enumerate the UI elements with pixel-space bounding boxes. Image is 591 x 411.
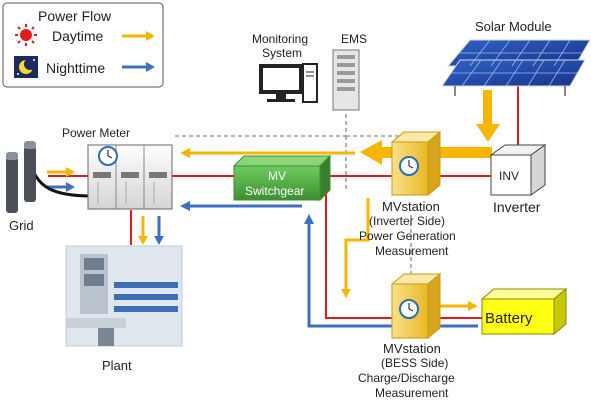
monitoring-label-line2: System — [262, 46, 302, 60]
monitoring-label-line1: Monitoring — [252, 32, 308, 46]
legend-nighttime-arrow — [122, 62, 155, 72]
battery-icon — [480, 287, 568, 336]
mv-bess-line3: Measurement — [375, 386, 449, 400]
grid-label: Grid — [9, 218, 34, 233]
legend-title: Power Flow — [38, 8, 112, 24]
ac-lines — [48, 82, 519, 319]
mv-inverter-line2: Power Generation — [359, 229, 456, 243]
ems-label: EMS — [341, 32, 367, 46]
meter-gauge-icon — [399, 156, 419, 176]
switchgear-label-line2: Switchgear — [245, 184, 304, 198]
battery-label: Battery — [485, 310, 533, 327]
mv-inverter-line1: (Inverter Side) — [369, 214, 445, 228]
legend-nighttime-label: Nighttime — [46, 60, 105, 76]
solar-panel-icon — [441, 39, 591, 96]
inverter-label: Inverter — [493, 199, 541, 215]
sun-icon — [15, 24, 37, 46]
moon-icon — [14, 56, 38, 78]
meter-gauge-icon — [98, 146, 118, 166]
mv-bess-title: MVstation — [383, 341, 441, 356]
signal-lines — [175, 112, 412, 275]
building-icon — [65, 245, 183, 347]
mv-switchgear — [232, 154, 332, 202]
mv-inverter-title: MVstation — [382, 199, 440, 214]
mv-bess-line2: Charge/Discharge — [358, 371, 455, 385]
mv-inverter-line3: Measurement — [375, 244, 449, 258]
inverter-box-label: INV — [499, 169, 519, 183]
computer-icon — [259, 63, 318, 103]
legend-daytime-label: Daytime — [52, 28, 104, 44]
power-meter-label: Power Meter — [62, 126, 130, 140]
solar-module-label: Solar Module — [475, 19, 552, 34]
inverter-box — [489, 144, 547, 196]
server-icon — [332, 49, 360, 111]
switchgear-label-line1: MV — [268, 169, 286, 183]
legend: Power Flow Daytime Nighttime — [2, 2, 164, 88]
meter-gauge-icon — [399, 299, 419, 319]
plant-label: Plant — [102, 358, 132, 373]
legend-daytime-arrow — [122, 31, 155, 41]
mv-bess-line1: (BESS Side) — [381, 356, 448, 370]
grid-pole-icon — [6, 141, 93, 213]
